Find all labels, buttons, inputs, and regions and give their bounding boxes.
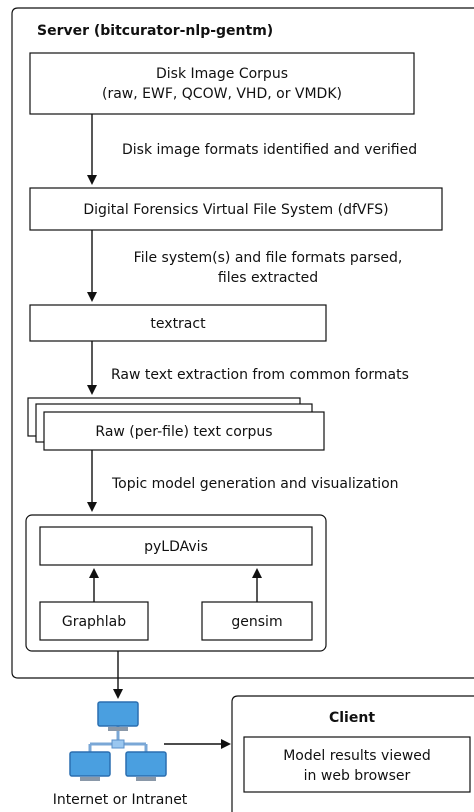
- dfvfs-label: Digital Forensics Virtual File System (d…: [83, 202, 388, 218]
- graphlab-label: Graphlab: [62, 614, 126, 630]
- textract-label: textract: [150, 316, 206, 332]
- computer-right-base: [136, 777, 156, 781]
- computer-left-screen: [69, 751, 111, 777]
- raw-extraction-label: Raw text extraction from common formats: [111, 367, 409, 383]
- raw-text-corpus-box: [43, 411, 325, 451]
- pyldavis-box: [39, 526, 313, 566]
- topic-model-group: [25, 514, 327, 652]
- network-hub: [111, 739, 125, 749]
- topic-model-label: Topic model generation and visualization: [111, 476, 399, 492]
- gensim-label: gensim: [231, 614, 282, 630]
- network-label: Internet or Intranet: [53, 792, 188, 808]
- formats-verified-label: Disk image formats identified and verifi…: [122, 142, 417, 158]
- parsed-label-line2: files extracted: [218, 270, 318, 286]
- pyldavis-label: pyLDAvis: [144, 539, 208, 555]
- client-container: [231, 695, 474, 812]
- dfvfs-box: [29, 187, 443, 231]
- computer-top-base: [108, 727, 128, 731]
- client-title: Client: [329, 710, 375, 726]
- graphlab-box: [39, 601, 149, 641]
- disk-image-corpus-box: [29, 52, 415, 115]
- server-title: Server (bitcurator-nlp-gentm): [37, 23, 273, 39]
- network-computers-icon: [69, 701, 167, 781]
- disk-image-corpus-title: Disk Image Corpus: [156, 66, 288, 82]
- computer-right-screen: [125, 751, 167, 777]
- raw-text-corpus-stack: [27, 397, 325, 451]
- client-browser-line1: Model results viewed: [283, 748, 431, 764]
- disk-image-corpus-formats: (raw, EWF, QCOW, VHD, or VMDK): [102, 86, 342, 102]
- textract-box: [29, 304, 327, 342]
- gensim-box: [201, 601, 313, 641]
- client-browser-box: [243, 736, 471, 793]
- computer-top-screen: [97, 701, 139, 727]
- raw-text-corpus-label: Raw (per-file) text corpus: [95, 424, 272, 440]
- server-container: [11, 7, 474, 679]
- parsed-label-line1: File system(s) and file formats parsed,: [134, 250, 403, 266]
- client-browser-line2: in web browser: [304, 768, 411, 784]
- computer-left-base: [80, 777, 100, 781]
